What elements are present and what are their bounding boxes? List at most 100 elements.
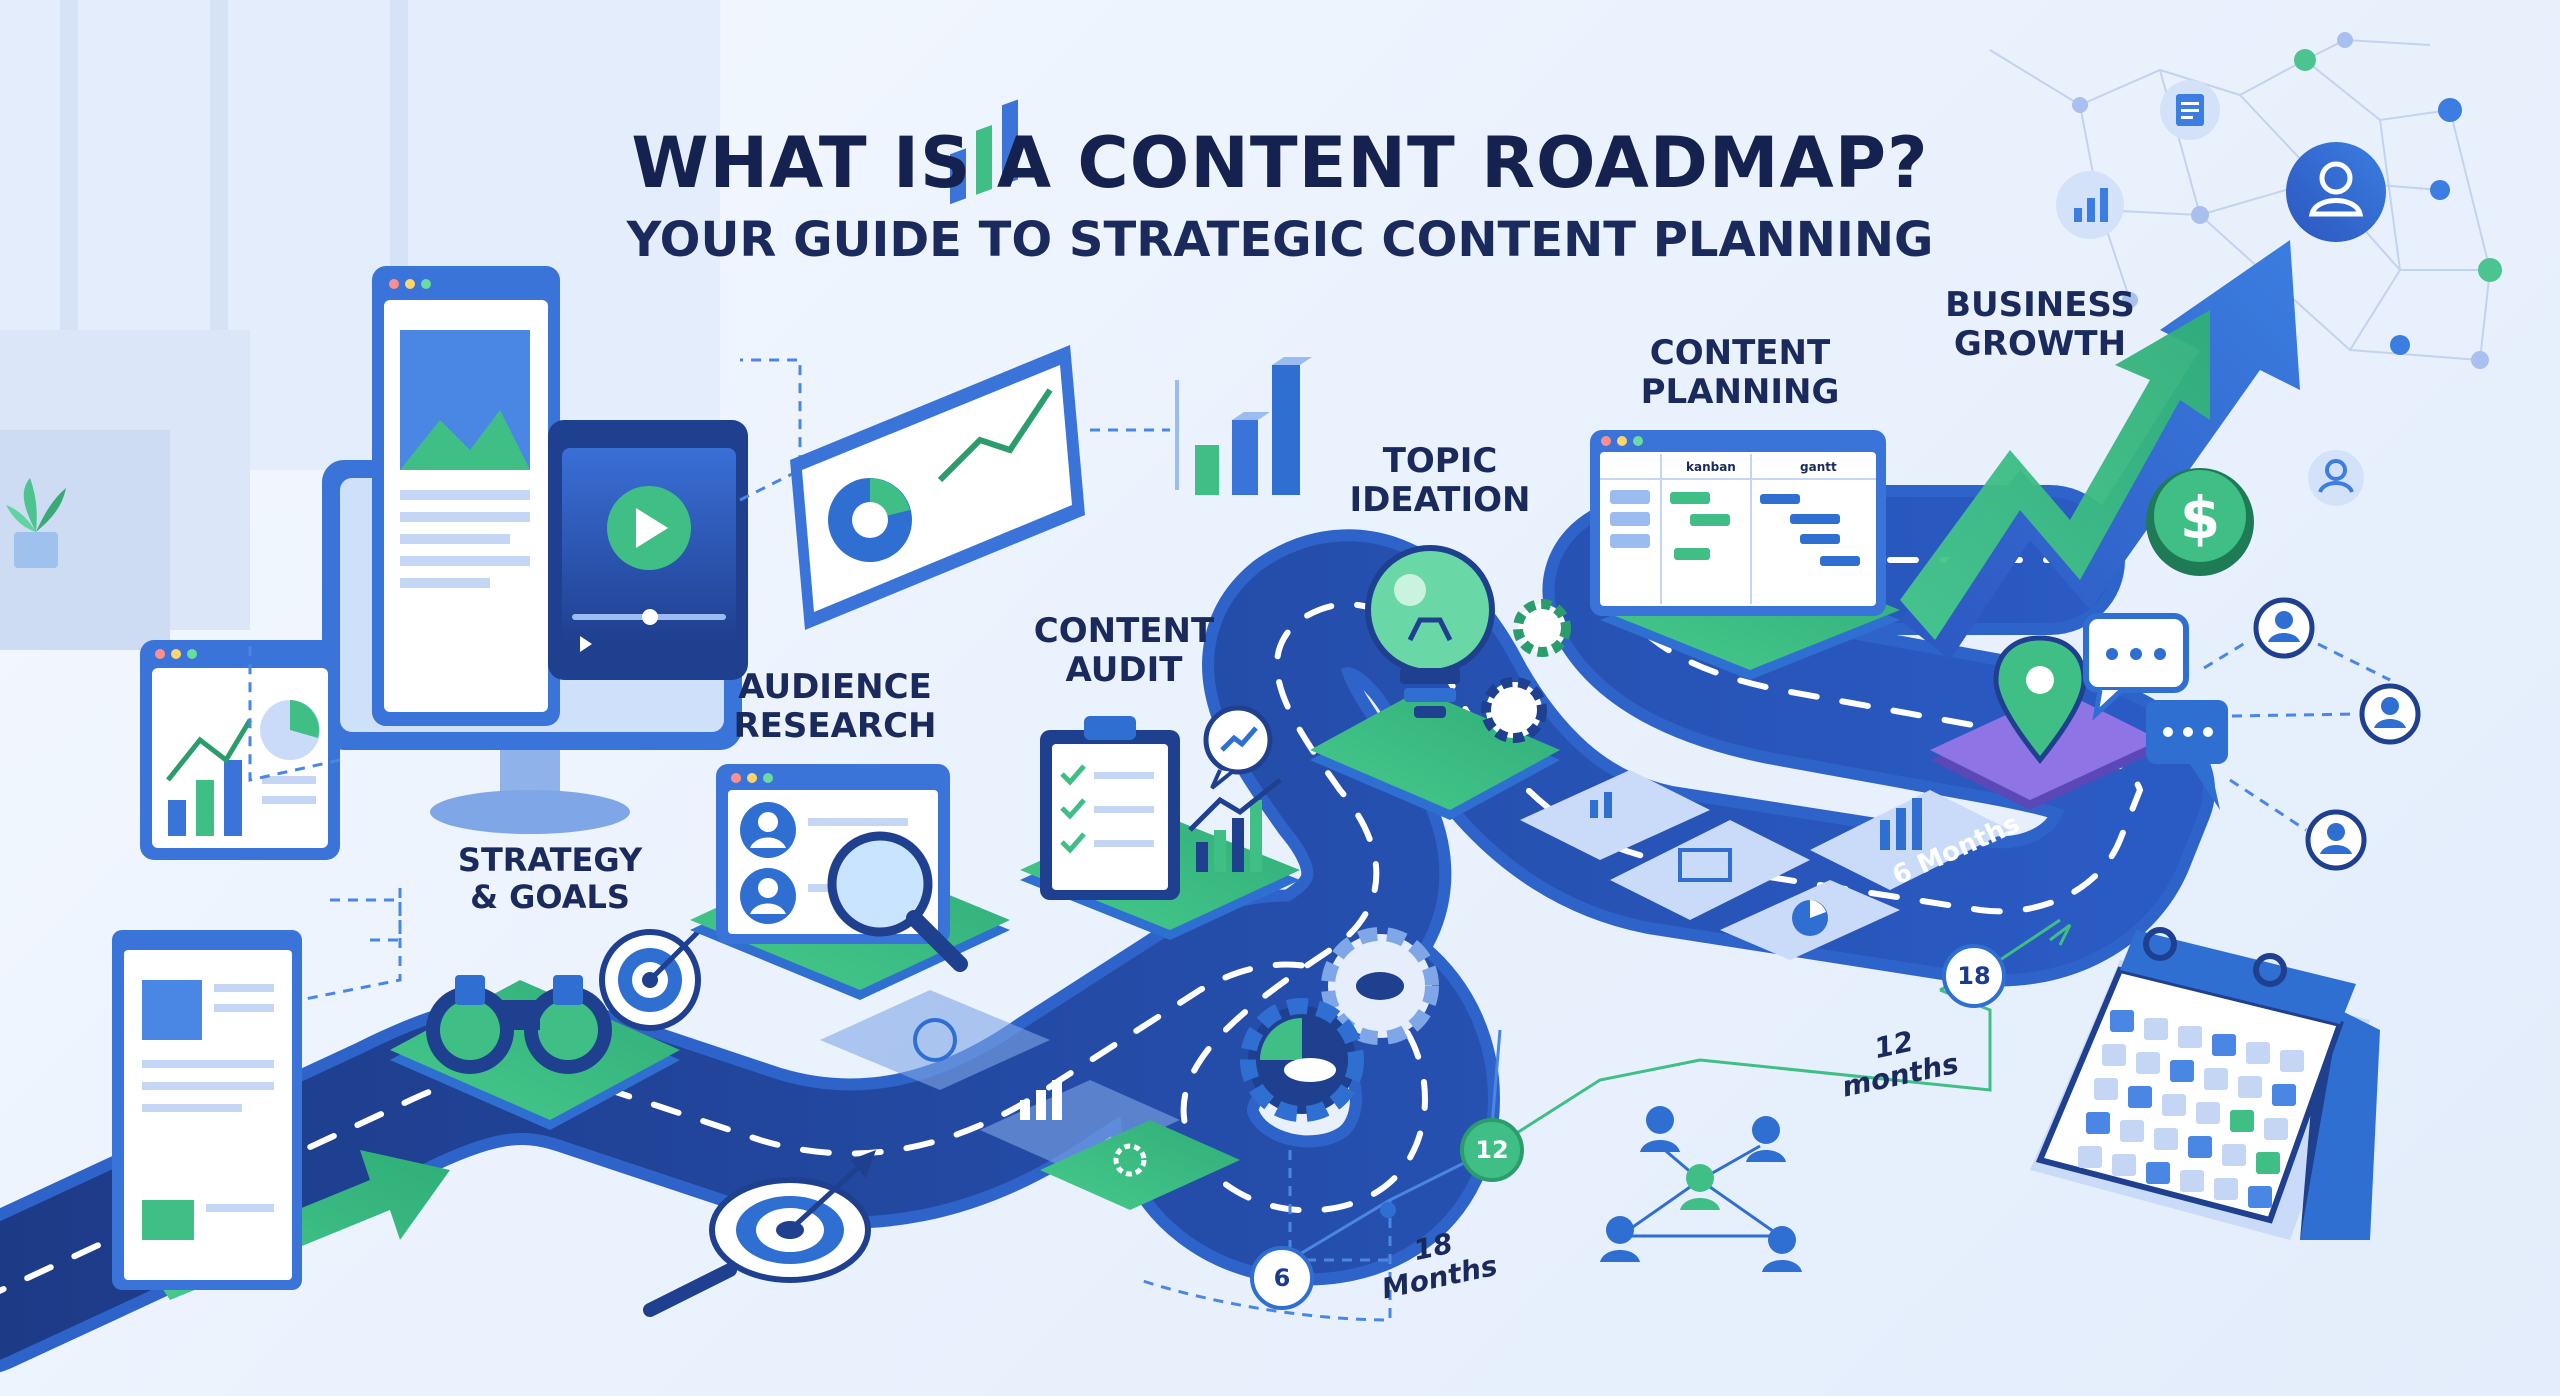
gear-icon — [1481, 599, 1571, 743]
calendar-cell — [2256, 1152, 2280, 1174]
document-panel — [112, 930, 302, 1290]
network-nodes — [2072, 32, 2502, 369]
connector — [739, 358, 802, 502]
board-column-kanban: kanban — [1686, 460, 1736, 474]
calendar-cell — [2146, 1162, 2170, 1184]
background-window — [0, 0, 720, 650]
calendar-cell — [2212, 1034, 2236, 1056]
calendar-cell — [2178, 1026, 2202, 1048]
calendar-cell — [2204, 1068, 2228, 1090]
calendar-cell — [2248, 1186, 2272, 1208]
chart-icon — [2056, 171, 2124, 239]
calendar-cell — [2188, 1136, 2212, 1158]
team-network — [1600, 1106, 1802, 1272]
calendar-cell — [2136, 1052, 2160, 1074]
page-title: WHAT IS A CONTENT ROADMAP? — [631, 122, 1929, 204]
calendar-cell — [2102, 1044, 2126, 1066]
svg-text:$: $ — [2180, 484, 2220, 552]
stage-label-line: PLANNING — [1640, 372, 1840, 413]
user-icon — [2253, 597, 2315, 659]
calendar-cell — [2280, 1050, 2304, 1072]
user-icon — [2305, 809, 2367, 871]
growth-arrow — [1900, 240, 2300, 660]
calendar-cell — [2230, 1110, 2254, 1132]
dollar-icon: $ — [2146, 468, 2254, 576]
stage-label-audience: AUDIENCE RESEARCH — [730, 667, 940, 747]
dashboard-card — [140, 640, 340, 860]
calendar-cell — [2154, 1128, 2178, 1150]
stage-label-line: AUDIENCE — [738, 667, 932, 707]
binoculars-icon — [426, 975, 612, 1074]
analytics-card — [790, 99, 1085, 630]
calendar-cell — [2120, 1120, 2144, 1142]
calendar-cell — [2246, 1042, 2270, 1064]
stage-label-line: RESEARCH — [733, 706, 937, 747]
document-icon — [2160, 80, 2220, 140]
chat-icon — [1203, 705, 1273, 790]
stage-label-line: AUDIT — [1065, 650, 1183, 691]
plant-icon — [6, 478, 66, 568]
calendar-cell — [2078, 1146, 2102, 1168]
calendar-cell — [2170, 1060, 2194, 1082]
stage-label-strategy: STRATEGY & GOALS — [450, 842, 650, 916]
milestone-badge-12: 12 — [1460, 1118, 1524, 1182]
stage-label-growth: BUSINESS GROWTH — [1930, 285, 2150, 365]
location-pin-icon — [1993, 635, 2087, 765]
connector — [370, 880, 402, 942]
stage-label-ideation: TOPIC IDEATION — [1340, 441, 1540, 521]
chat-icon — [2083, 613, 2228, 810]
page-subtitle: YOUR GUIDE TO STRATEGIC CONTENT PLANNING — [626, 212, 1934, 268]
connector — [248, 640, 341, 782]
calendar-cell — [2094, 1078, 2118, 1100]
calendar-cell — [2196, 1102, 2220, 1124]
calendar-cell — [2086, 1112, 2110, 1134]
stage-label-line: STRATEGY — [457, 841, 643, 879]
stage-label-line: BUSINESS — [1945, 285, 2135, 325]
target-icon — [643, 1150, 876, 1317]
calendar-cell — [2144, 1018, 2168, 1040]
calendar-cell — [2238, 1076, 2262, 1098]
kanban-board — [1590, 430, 1886, 616]
connector — [299, 898, 402, 1002]
user-icon — [2308, 450, 2364, 506]
calendar-cell — [2272, 1084, 2296, 1106]
connector — [2203, 638, 2391, 832]
calendar-cell — [2128, 1086, 2152, 1108]
calendar-cell — [2264, 1118, 2288, 1140]
document-panel — [372, 266, 560, 726]
calendar-grid — [2078, 1010, 2304, 1208]
clipboard-icon — [1040, 716, 1180, 900]
bar-chart-icon — [1188, 778, 1282, 872]
gear-icon — [1240, 998, 1364, 1122]
stage-label-line: CONTENT — [1033, 611, 1215, 651]
lightbulb-icon — [1365, 545, 1495, 718]
calendar-cell — [2162, 1094, 2186, 1116]
milestone-badge-6: 6 — [1250, 1246, 1314, 1310]
stage-label-line: GROWTH — [1953, 324, 2127, 365]
road-tile — [1520, 770, 2010, 960]
stage-label-line: TOPIC — [1382, 441, 1498, 481]
stage-label-line: IDEATION — [1349, 480, 1531, 521]
calendar-cell — [2214, 1178, 2238, 1200]
user-icon — [2359, 683, 2421, 745]
stage-label-audit: CONTENT AUDIT — [1024, 611, 1224, 691]
calendar-cell — [2222, 1144, 2246, 1166]
board-column-gantt: gantt — [1800, 460, 1837, 474]
milestone-badge-18: 18 — [1942, 944, 2006, 1008]
road-tile — [820, 990, 1240, 1210]
stage-label-line: & GOALS — [470, 877, 630, 916]
calendar-cell — [2112, 1154, 2136, 1176]
bar-chart-3d — [1175, 357, 1312, 495]
calendar-cell — [2180, 1170, 2204, 1192]
stage-label-planning: CONTENT PLANNING — [1630, 333, 1850, 413]
ideation-platform — [1310, 690, 1560, 820]
magnifier-icon — [827, 831, 968, 972]
timeline-node — [1380, 1202, 1396, 1218]
stage-label-line: CONTENT — [1649, 333, 1831, 373]
video-player — [548, 420, 748, 680]
calendar-cell — [2110, 1010, 2134, 1032]
user-icon — [2286, 142, 2386, 242]
gear-icon — [1321, 927, 1439, 1045]
